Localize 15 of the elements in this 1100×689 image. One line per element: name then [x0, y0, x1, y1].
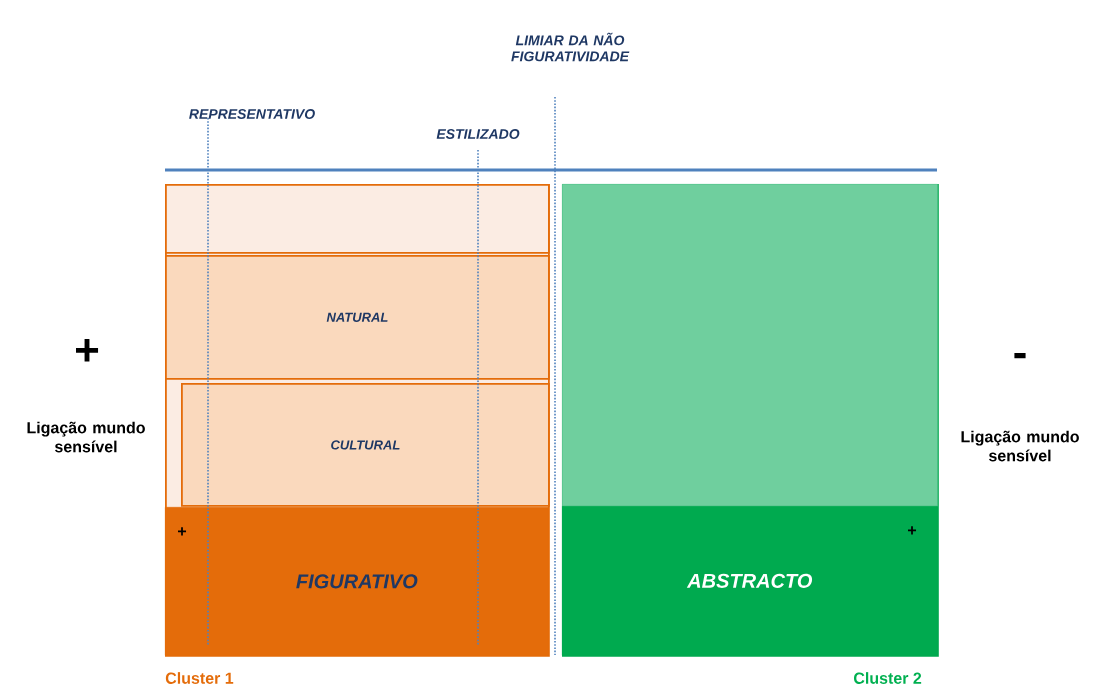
band — [562, 184, 938, 507]
axis-label: Ligação mundo sensível — [961, 430, 1079, 462]
scale-label: REPRESENTATIVO — [189, 109, 315, 119]
plus-sign: + — [908, 526, 917, 535]
band — [165, 184, 550, 254]
axis-label: Ligação mundo sensível — [27, 421, 145, 453]
band: NATURAL — [165, 255, 550, 380]
threshold-label: LIMIAR DA NÃO FIGURATIVIDADE — [511, 32, 630, 62]
minus-sign: - — [1014, 353, 1026, 359]
cluster-label: Cluster 1 — [165, 672, 234, 684]
band: CULTURAL — [181, 383, 550, 507]
cluster-label: Cluster 2 — [854, 672, 922, 684]
plus-sign: + — [178, 527, 186, 536]
scale-label: ESTILIZADO — [436, 129, 520, 139]
plus-sign: + — [76, 339, 99, 362]
